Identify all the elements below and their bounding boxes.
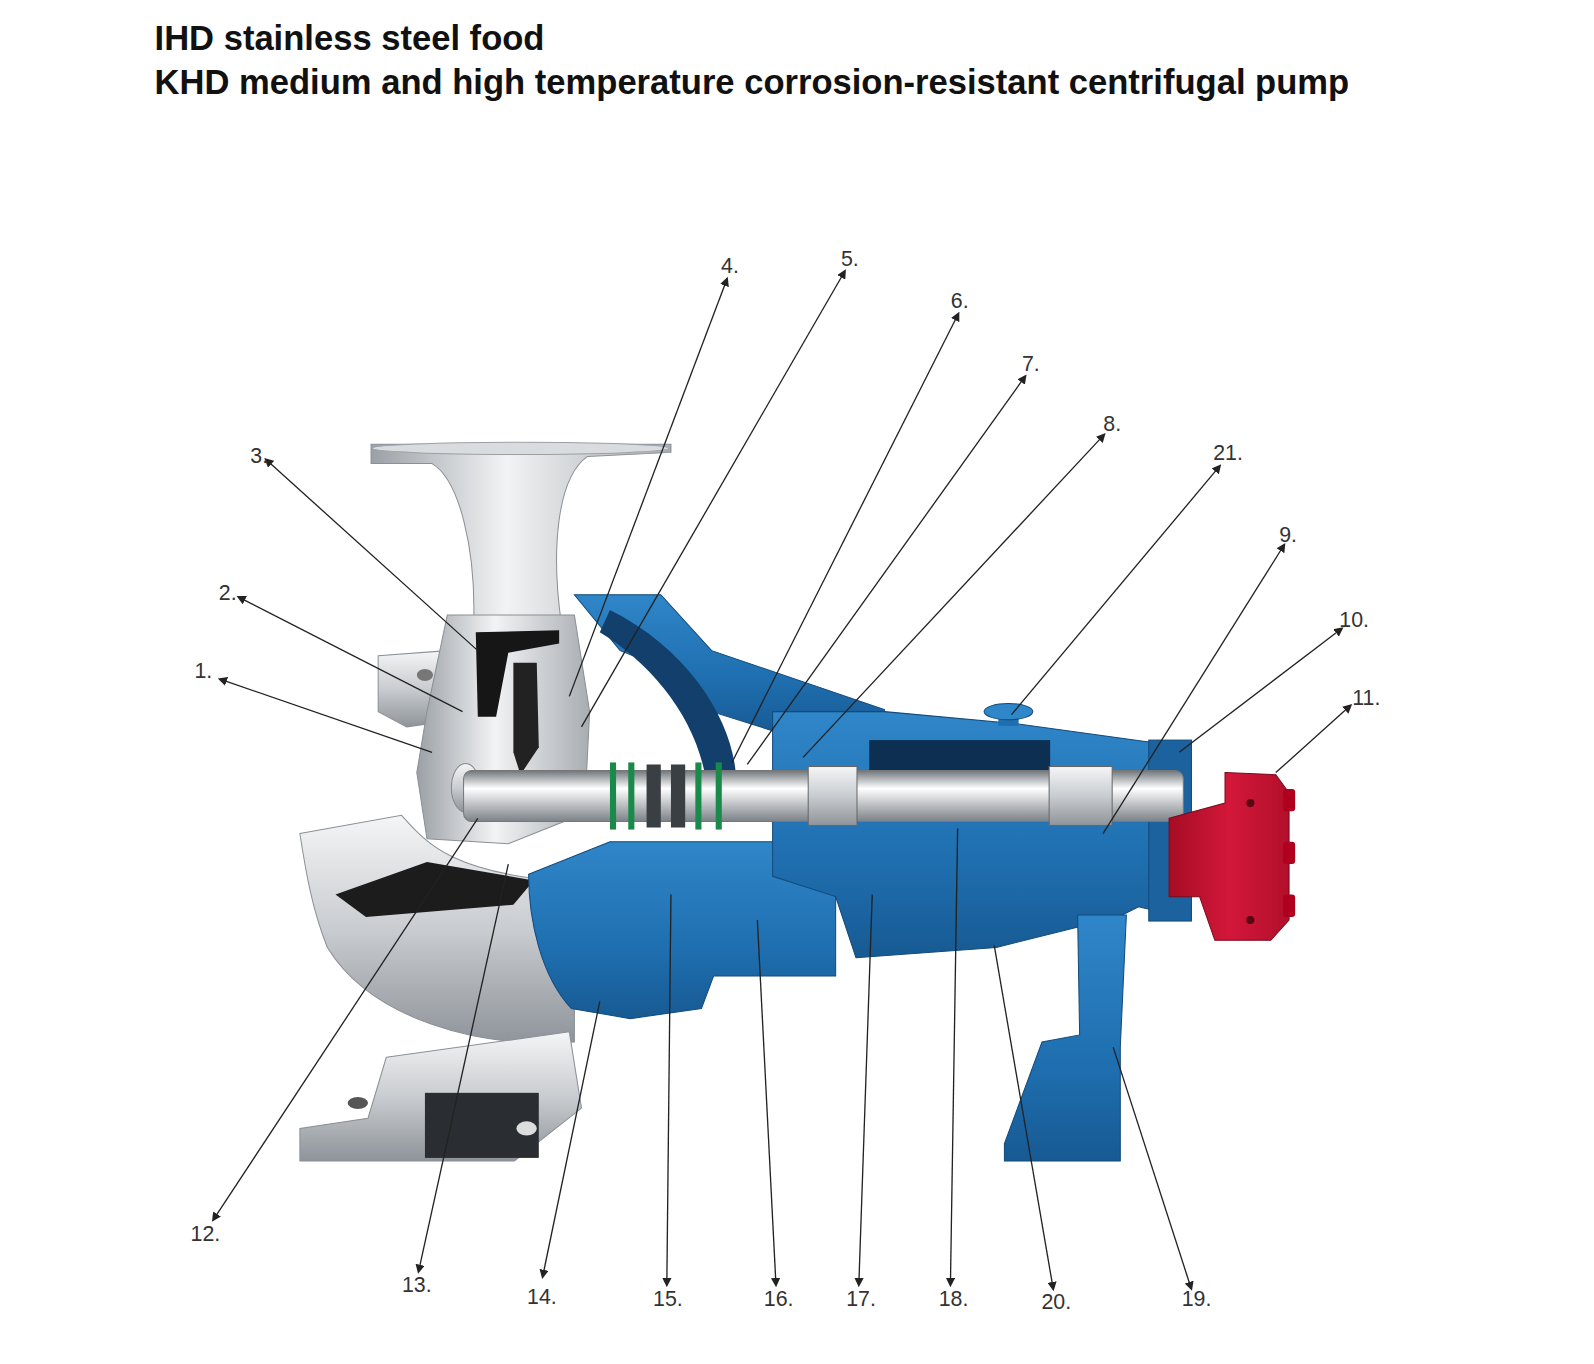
- coupling-bolt: [1283, 789, 1295, 811]
- discharge-flange: [372, 442, 669, 454]
- leader-line: [270, 464, 477, 651]
- leader-line: [803, 439, 1100, 757]
- leader-line: [217, 818, 478, 1214]
- leader-line: [732, 319, 956, 762]
- leader-line: [859, 895, 872, 1279]
- callout-number: 8.: [1103, 412, 1121, 436]
- seal-ring: [716, 762, 722, 829]
- callout-number: 3.: [250, 443, 268, 467]
- callout-number: 17.: [846, 1287, 876, 1311]
- bolt-hole: [516, 1121, 536, 1135]
- callout-number: 21.: [1213, 440, 1243, 464]
- title-word: temperature: [535, 62, 735, 101]
- leader-line: [1012, 471, 1216, 715]
- title-word: food: [470, 18, 545, 57]
- casing-foot: [300, 1032, 582, 1161]
- title-word: stainless: [224, 18, 372, 57]
- title-word: KHD: [155, 62, 230, 101]
- callout-number: 2.: [219, 580, 237, 604]
- oil-cap: [984, 703, 1033, 719]
- leader-line: [569, 285, 725, 697]
- leader-line: [1179, 632, 1337, 752]
- callout-number: 9.: [1279, 523, 1297, 547]
- title: IHD stainless steel food KHD medium and …: [155, 16, 1558, 103]
- coupling: [1169, 773, 1289, 941]
- callout-number: 15.: [653, 1287, 683, 1311]
- frame-foot: [1004, 915, 1126, 1161]
- leader-line: [747, 381, 1021, 764]
- callout-number: 16.: [764, 1287, 794, 1311]
- callout-number: 1.: [194, 659, 212, 683]
- coupling-hole: [1246, 916, 1254, 924]
- leader-line: [1103, 550, 1281, 834]
- leader-line: [1276, 710, 1346, 773]
- callout-number: 18.: [939, 1287, 969, 1311]
- leader-line: [951, 829, 958, 1279]
- seal-ring: [610, 762, 616, 829]
- seal-ring: [628, 762, 634, 829]
- leader-line: [244, 600, 463, 712]
- leader-line: [667, 895, 671, 1279]
- leader-line: [544, 1001, 600, 1270]
- callout-number: 19.: [1182, 1287, 1212, 1311]
- coupling-hole: [1246, 799, 1254, 807]
- leader-line: [581, 277, 841, 727]
- volute-bowl: [300, 815, 574, 1043]
- callout-number: 10.: [1339, 608, 1369, 632]
- title-word: high: [452, 62, 525, 101]
- callout-number: 14.: [527, 1285, 557, 1309]
- coupling-bolt: [1283, 842, 1295, 864]
- title-word: corrosion-resistant: [744, 62, 1059, 101]
- callout-number: 11.: [1352, 685, 1380, 709]
- title-word: and: [381, 62, 442, 101]
- leader-line: [1113, 1047, 1189, 1283]
- coupling-bolt: [1283, 895, 1295, 917]
- foot-slot: [425, 1093, 539, 1158]
- title-word: pump: [1255, 62, 1349, 101]
- bearing: [1049, 767, 1112, 826]
- seal-spring: [647, 764, 661, 827]
- leader-line: [226, 681, 432, 752]
- bearing: [808, 767, 857, 826]
- bolt-hole: [348, 1097, 368, 1109]
- title-word: medium: [239, 62, 372, 101]
- volute-section: [335, 862, 533, 917]
- title-word: centrifugal: [1069, 62, 1246, 101]
- callout-number: 7.: [1022, 352, 1040, 376]
- seal-spring: [671, 764, 685, 827]
- leader-lines: [217, 277, 1346, 1283]
- leader-line: [994, 945, 1052, 1283]
- callout-number: 20.: [1041, 1290, 1071, 1314]
- title-word: IHD: [155, 18, 215, 57]
- bolt-hole: [417, 669, 433, 681]
- leader-line: [757, 920, 775, 1279]
- impeller-vane: [513, 663, 538, 775]
- bracket-cover: [600, 610, 736, 778]
- leader-line: [420, 864, 508, 1266]
- seal-ring: [695, 762, 701, 829]
- callout-number: 5.: [841, 247, 859, 271]
- callout-number: 4.: [721, 254, 739, 278]
- title-word: steel: [381, 18, 460, 57]
- callout-number: 12.: [191, 1222, 221, 1246]
- callout-number: 6.: [951, 289, 969, 313]
- callout-number: 13.: [402, 1273, 432, 1297]
